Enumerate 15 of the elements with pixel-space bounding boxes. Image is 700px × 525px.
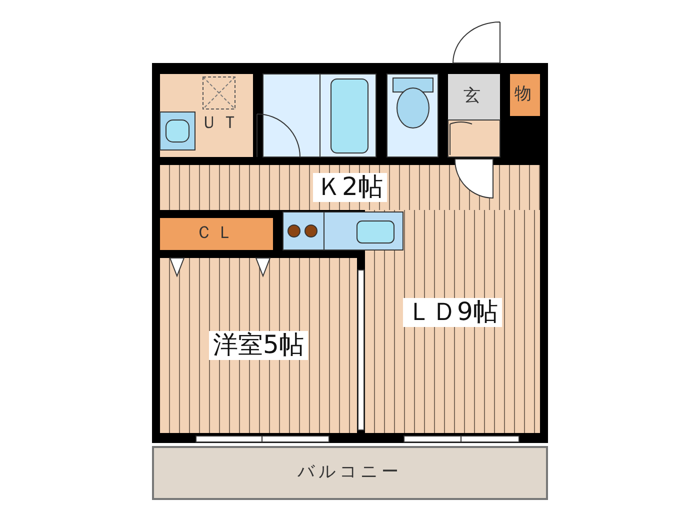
- living-dining-floor: [365, 210, 540, 433]
- closet: [160, 218, 273, 250]
- entrance-area: [448, 74, 500, 120]
- balcony: [152, 446, 548, 500]
- kitchen-floor: [160, 165, 540, 210]
- western-room-floor: [160, 258, 357, 433]
- room-label: Ｋ2帖: [313, 173, 387, 202]
- storage-closet: [510, 74, 540, 116]
- room-label: ＬＤ9帖: [403, 298, 502, 327]
- room-label: ＣＬ: [194, 224, 238, 244]
- room-label: 物: [514, 85, 536, 105]
- room-label: 洋室5帖: [209, 331, 308, 360]
- room-label: ＵＴ: [200, 114, 244, 134]
- room-label: バルコニー: [296, 463, 404, 483]
- room-label: 玄: [462, 87, 486, 107]
